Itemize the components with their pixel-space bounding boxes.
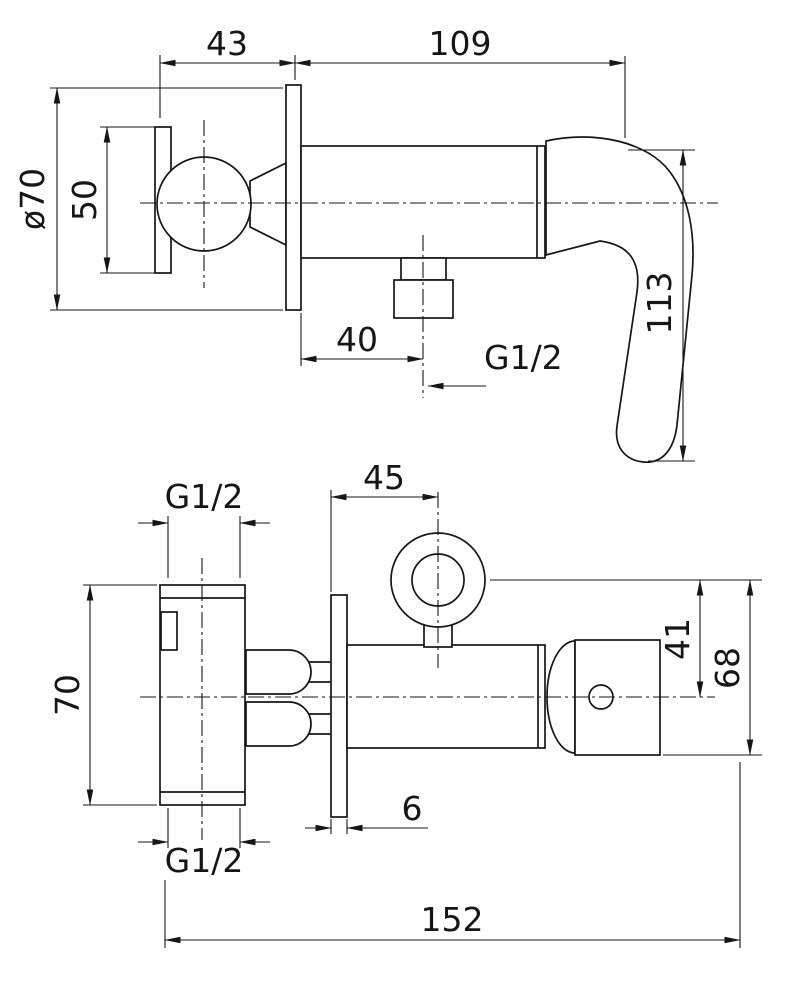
dim-label-outlet-thread: G1/2 (484, 338, 563, 377)
lever-handle (545, 136, 694, 463)
upper-connector (245, 649, 289, 695)
side-view-outline (154, 84, 694, 463)
check-valve (546, 640, 576, 754)
plan-view-outline (159, 532, 661, 818)
side-view-dimensions: 43 109 ø70 50 113 40 G1/ (13, 24, 695, 462)
side-view-centerlines (140, 120, 718, 398)
dim-label-40: 40 (336, 320, 378, 359)
dim-label-41: 41 (658, 618, 697, 660)
upper-connector-arc (288, 649, 312, 695)
body-notch (160, 611, 178, 651)
dim-label-113: 113 (640, 272, 679, 335)
lower-connector-arc (288, 701, 312, 747)
dim-label-d70: ø70 (13, 168, 52, 230)
lower-connector (245, 701, 289, 747)
dim-label-43: 43 (206, 24, 248, 63)
dim-label-6: 6 (402, 789, 423, 828)
plan-view-centerlines (140, 492, 715, 840)
plan-view-dimensions: G1/2 45 70 41 68 6 (48, 458, 762, 948)
dim-label-45: 45 (363, 458, 405, 497)
dim-label-70: 70 (48, 674, 87, 716)
ball-cone (249, 161, 287, 247)
side-view: 43 109 ø70 50 113 40 G1/ (13, 24, 718, 463)
dim-label-109: 109 (429, 24, 492, 63)
dim-label-152: 152 (421, 900, 484, 939)
dim-label-68: 68 (708, 647, 747, 689)
escutcheon-plate (285, 84, 302, 311)
escutcheon-plan (330, 594, 348, 818)
plan-view: G1/2 45 70 41 68 6 (48, 458, 762, 948)
dim-label-top-port-thread: G1/2 (165, 477, 244, 516)
dim-label-bottom-port-thread: G1/2 (165, 841, 244, 880)
dim-label-50: 50 (65, 179, 104, 221)
